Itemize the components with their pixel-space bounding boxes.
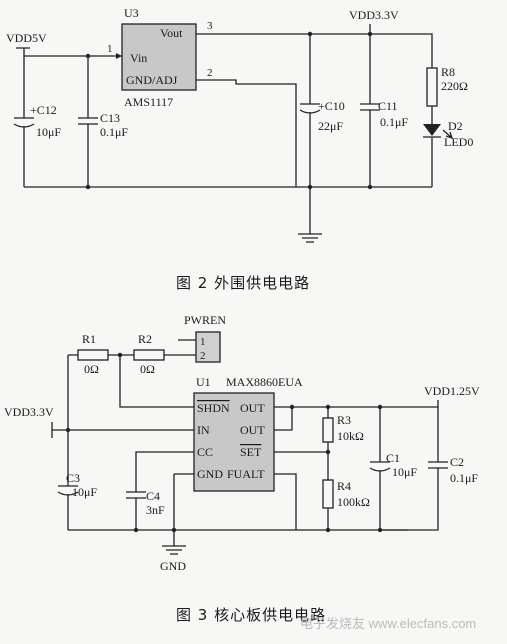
watermark-text: 电子发烧友 www.elecfans.com [300, 616, 476, 631]
d2-ref: D2 [448, 119, 463, 133]
c1-value: 10μF [392, 465, 417, 479]
figure-3-caption: 图 3 核心板供电电路 [176, 606, 326, 624]
ground-symbol [162, 545, 186, 555]
r2-resistor [133, 349, 165, 361]
d2-value: LED0 [444, 135, 473, 149]
junction [85, 184, 91, 190]
u1-pin-gnd: GND [197, 467, 223, 481]
c2-ref: C2 [450, 455, 464, 469]
u3-pin-vout: Vout [160, 26, 183, 40]
fualt-wire [274, 473, 297, 530]
u1-pin-cc: CC [197, 445, 213, 459]
u1-pin-in: IN [197, 423, 210, 437]
r8-resistor [426, 67, 438, 107]
c3-value: 10μF [72, 485, 97, 499]
c13-symbol [78, 56, 98, 187]
pwren-pin2: 2 [200, 350, 206, 362]
rail-vdd3v3-label: VDD3.3V [4, 405, 54, 419]
r1-value: 0Ω [84, 362, 99, 376]
u3-pin1-number: 1 [107, 43, 113, 55]
vout-wire [274, 400, 439, 431]
r4-value: 100kΩ [337, 495, 370, 509]
vin-wire [52, 355, 194, 431]
ground-symbol [298, 233, 322, 243]
r4-resistor [322, 479, 334, 509]
c12-ref: +C12 [30, 103, 57, 117]
r3-ref: R3 [337, 413, 351, 427]
c11-ref: C11 [378, 99, 398, 113]
c11-symbol [360, 34, 380, 187]
junction [325, 527, 331, 533]
r3-value: 10kΩ [337, 429, 364, 443]
u3-part: AMS1117 [124, 95, 173, 109]
c13-value: 0.1μF [100, 125, 128, 139]
gnd-label: GND [160, 559, 186, 573]
r8-ref: R8 [441, 65, 455, 79]
c3-ref: C3 [66, 471, 80, 485]
u1-pin-out2: OUT [240, 423, 265, 437]
junction [377, 527, 383, 533]
r1-resistor [77, 349, 109, 361]
figure-3-schematic: PWREN 1 2 R1 0Ω R2 0Ω U1 MAX8860EUA SHDN… [4, 313, 480, 624]
shdn-wire [119, 355, 194, 408]
c3-symbol [57, 430, 79, 530]
r2-value: 0Ω [140, 362, 155, 376]
r2-ref: R2 [138, 332, 152, 346]
c1-ref: C1 [386, 451, 400, 465]
ground-rail [68, 473, 408, 546]
c13-ref: C13 [100, 111, 120, 125]
pwren-pin1: 1 [200, 336, 206, 348]
junction [171, 527, 177, 533]
c2-symbol [380, 407, 448, 531]
u1-pin-out1: OUT [240, 401, 265, 415]
pwren-header-body [195, 331, 221, 363]
u1-pin-fualt: FUALT [227, 467, 265, 481]
c12-value: 10μF [36, 125, 61, 139]
c12-symbol [13, 56, 35, 187]
rail-vdd5v-label: VDD5V [6, 31, 47, 45]
c4-ref: C4 [146, 489, 160, 503]
c1-symbol [369, 407, 391, 530]
gnd-adj-wire [196, 79, 297, 187]
u1-pin-set: SET [240, 445, 262, 459]
u3-pin3-number: 3 [207, 20, 213, 32]
led-emission-arrow-icon [442, 129, 454, 140]
r1-ref: R1 [82, 332, 96, 346]
junction [133, 527, 139, 533]
rail-vdd1v25-label: VDD1.25V [424, 384, 480, 398]
c11-value: 0.1μF [380, 115, 408, 129]
u3-pin-vin: Vin [130, 51, 147, 65]
c10-value: 22μF [318, 119, 343, 133]
u1-part: MAX8860EUA [226, 375, 303, 389]
r4-ref: R4 [337, 479, 351, 493]
junction [325, 449, 331, 455]
c2-value: 0.1μF [450, 471, 478, 485]
u3-pin-gnd: GND/ADJ [126, 73, 178, 87]
vout-wire [196, 33, 433, 68]
u3-ref: U3 [124, 6, 139, 20]
r8-value: 220Ω [441, 79, 468, 93]
pwren-label: PWREN [184, 313, 226, 327]
c4-symbol [126, 451, 194, 530]
c4-value: 3nF [146, 503, 165, 517]
r3-resistor [322, 417, 334, 443]
c10-symbol [299, 34, 321, 234]
c10-ref: +C10 [318, 99, 345, 113]
figure-2-schematic: U3 Vout Vin GND/ADJ AMS1117 1 2 3 VDD5V … [6, 6, 473, 292]
d2-led-icon [423, 124, 441, 136]
u1-regulator-body [193, 392, 275, 492]
figure-2-caption: 图 2 外围供电电路 [176, 274, 310, 292]
u3-regulator-body [121, 23, 197, 91]
junction [289, 404, 295, 410]
vin-arrow [116, 53, 122, 59]
u1-pin-shdn: SHDN [197, 401, 230, 415]
d2-cathode-wire [423, 136, 441, 187]
u3-pin2-number: 2 [207, 67, 213, 79]
set-wire [274, 442, 329, 480]
rail-vdd3v3-label: VDD3.3V [349, 8, 399, 22]
u1-ref: U1 [196, 375, 211, 389]
